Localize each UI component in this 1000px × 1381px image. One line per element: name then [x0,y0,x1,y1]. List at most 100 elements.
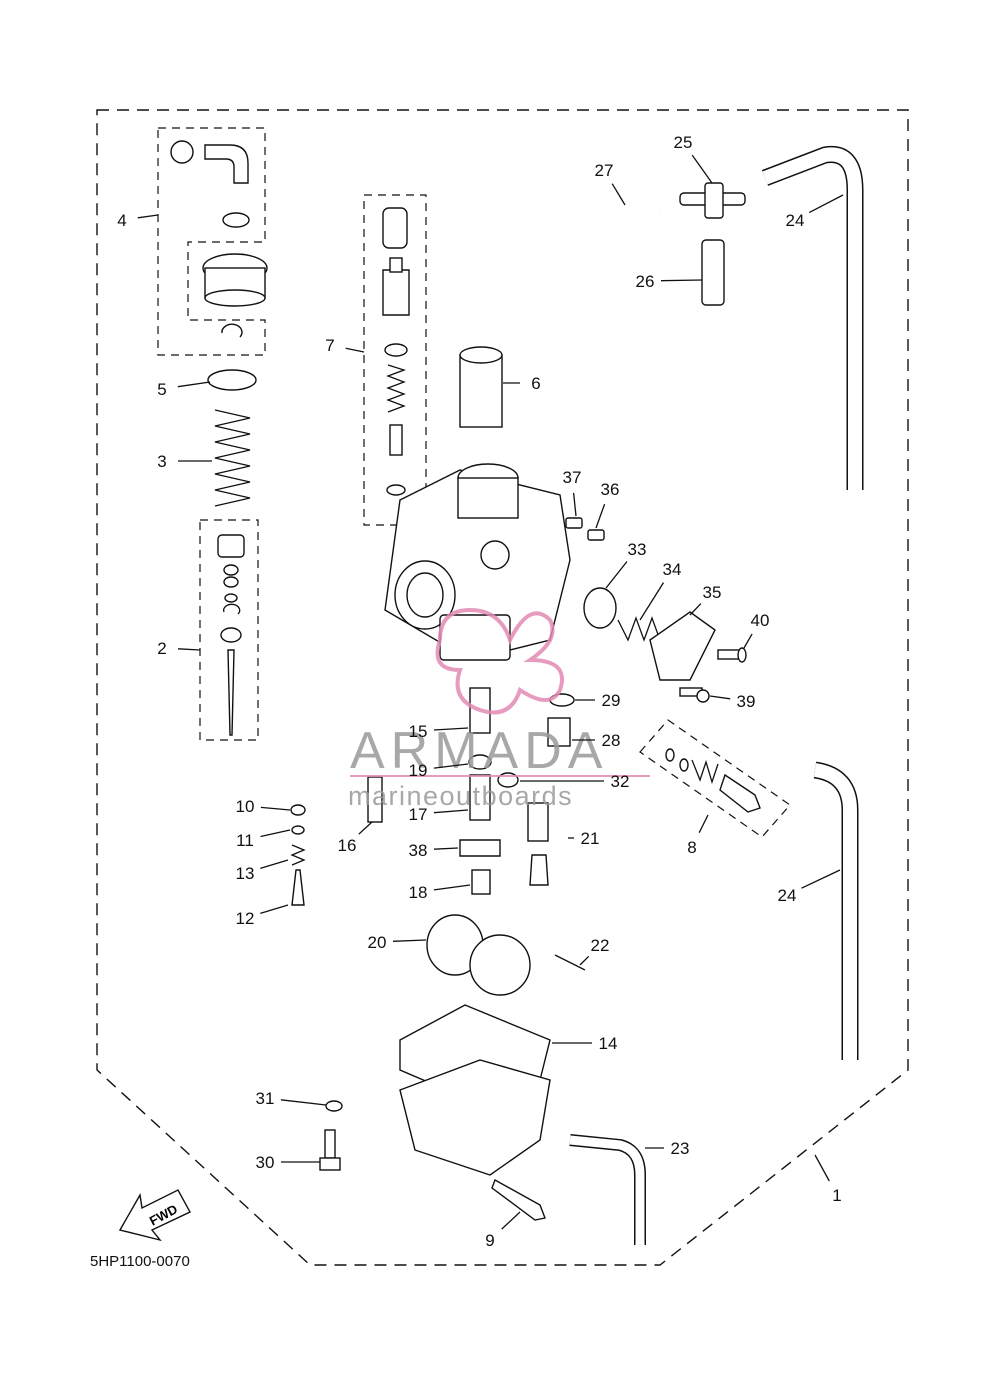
leader-line-20 [392,939,427,942]
callout-7: 7 [325,336,334,355]
part-10-oring [290,804,306,816]
leader-line-17 [433,809,469,814]
diagram-code: 5HP1100-0070 [90,1253,190,1270]
callout-4: 4 [117,211,126,230]
callout-2: 2 [157,639,166,658]
group-8-box [639,719,791,838]
leader-line-22 [579,955,590,966]
carburetor-body [384,463,571,661]
part-group-8 [665,748,761,813]
callout-24: 24 [786,211,805,230]
part-6-cap [459,346,503,428]
part-25-tee [679,182,746,219]
part-23-hose-inner [569,1135,645,1245]
callout-12: 12 [236,909,255,928]
callout-9: 9 [485,1231,494,1250]
part-22-pin [554,954,586,971]
part-5-washer [207,369,257,391]
callout-35: 35 [703,583,722,602]
watermark-logo-icon [435,607,564,715]
float-bowl [399,1059,551,1176]
callout-26: 26 [636,272,655,291]
part-11-washer [291,825,305,835]
callout-11: 11 [236,831,254,850]
part-28-plug [547,717,571,747]
callout-24: 24 [778,886,797,905]
leader-line-37 [572,492,577,517]
callout-3: 3 [157,452,166,471]
callout-17: 17 [409,805,428,824]
part-21-needle-valve [527,802,549,886]
part-35-spring [617,616,661,642]
callout-22: 22 [591,936,610,955]
callout-39: 39 [737,692,756,711]
callout-36: 36 [601,480,620,499]
group-4-box [157,127,266,356]
part-group-4 [170,140,268,338]
callout-15: 15 [409,722,428,741]
part-38-washer [459,839,501,857]
leader-line-7 [345,347,365,353]
leader-line-34 [639,582,665,621]
watermark-tagline: marineoutboards [348,781,573,811]
leader-line-10 [260,806,291,811]
callout-18: 18 [409,883,428,902]
callout-25: 25 [674,133,693,152]
callout-16: 16 [338,836,357,855]
watermark: ARMADA marineoutboards [348,607,650,811]
part-19-oring [468,754,492,770]
part-23-hose [569,1134,646,1245]
part-33-diaphragm [583,587,617,629]
leader-lines [137,154,844,1230]
callout-5: 5 [157,380,166,399]
part-24-hose-upper [761,145,864,490]
assembly-boundary [96,109,909,1266]
part-12-pilot-screw [291,869,305,906]
leader-line-24 [808,194,844,214]
leader-line-40 [743,633,753,649]
callout-27: 27 [595,161,614,180]
callout-32: 32 [611,772,630,791]
group-2-box [199,519,259,741]
leader-line-38 [433,847,459,850]
watermark-brand: ARMADA [350,722,608,780]
part-24-hose-upper-inner [762,147,862,490]
callout-6: 6 [531,374,540,393]
callout-38: 38 [409,841,428,860]
callout-33: 33 [628,540,647,559]
callout-20: 20 [368,933,387,952]
part-26-pipe [701,239,725,306]
part-group-7 [382,207,410,496]
callout-1: 1 [832,1186,841,1205]
leader-line-15 [433,727,469,731]
leader-line-26 [660,279,703,282]
leader-line-36 [595,503,606,529]
leader-line-4 [137,214,159,219]
part-39-screw [679,687,710,703]
part-34-cover [649,611,716,681]
leader-line-24 [801,869,841,889]
leader-line-27 [611,183,626,206]
leader-line-19 [433,763,469,769]
leader-line-8 [698,814,709,833]
fwd-arrow-icon: FWD [118,1189,191,1242]
callout-14: 14 [599,1034,618,1053]
callout-29: 29 [602,691,621,710]
part-27-hose-inner [509,204,663,350]
part-3-spring [214,409,251,507]
leader-line-31 [280,1099,327,1106]
callout-30: 30 [256,1153,275,1172]
leader-line-16 [358,821,373,835]
part-40-screw [717,647,747,663]
callout-40: 40 [751,611,770,630]
callout-19: 19 [409,761,428,780]
leader-line-35 [689,603,702,616]
part-36-screw [587,529,605,541]
part-24-hose-lower-inner [813,763,857,1060]
part-20-float [426,914,531,996]
callout-21: 21 [581,829,600,848]
part-13-spring [290,844,306,866]
part-9-drain-screw [491,1178,546,1221]
leader-line-13 [260,859,289,870]
